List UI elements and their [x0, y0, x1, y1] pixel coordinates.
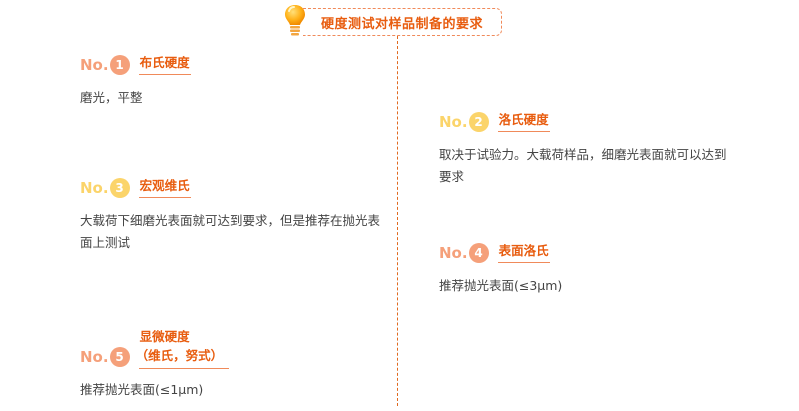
page-title: 硬度测试对样品制备的要求 — [303, 8, 502, 36]
list-item: No. 3 宏观维氏 大载荷下细磨光表面就可达到要求，但是推荐在抛光表面上测试 — [80, 177, 380, 254]
item-heading: 布氏硬度 — [138, 54, 191, 75]
item-number-label: No. 1 — [80, 55, 130, 75]
item-description: 推荐抛光表面(≤1μm) — [80, 382, 204, 397]
item-description: 取决于试验力。大载荷样品，细磨光表面就可以达到要求 — [439, 147, 727, 184]
item-heading: 洛氏硬度 — [497, 111, 550, 132]
number-badge: 4 — [468, 243, 489, 263]
item-heading: 显微硬度 （维氏，努式） — [136, 327, 229, 369]
number-badge: 3 — [109, 178, 130, 198]
lightbulb-icon — [285, 5, 305, 36]
number-badge: 5 — [109, 347, 130, 367]
timeline-spine — [397, 36, 398, 406]
list-item: No. 5 显微硬度 （维氏，努式） 推荐抛光表面(≤1μm) — [80, 327, 380, 401]
number-badge: 2 — [468, 112, 489, 132]
item-number-label: No. 3 — [80, 178, 130, 198]
number-badge: 1 — [109, 55, 130, 75]
list-item: No. 2 洛氏硬度 取决于试验力。大载荷样品，细磨光表面就可以达到要求 — [439, 111, 734, 188]
item-number-label: No. 2 — [439, 112, 489, 132]
list-item: No. 4 表面洛氏 推荐抛光表面(≤3μm) — [439, 242, 739, 297]
item-description: 大载荷下细磨光表面就可达到要求，但是推荐在抛光表面上测试 — [80, 213, 381, 250]
item-number-label: No. 5 — [80, 347, 130, 367]
item-description: 磨光，平整 — [80, 90, 143, 105]
list-item: No. 1 布氏硬度 磨光，平整 — [80, 54, 380, 109]
page-header: 硬度测试对样品制备的要求 — [283, 3, 505, 39]
item-description: 推荐抛光表面(≤3μm) — [439, 278, 563, 293]
item-heading: 宏观维氏 — [138, 177, 191, 198]
item-heading: 表面洛氏 — [497, 242, 550, 263]
item-number-label: No. 4 — [439, 243, 489, 263]
